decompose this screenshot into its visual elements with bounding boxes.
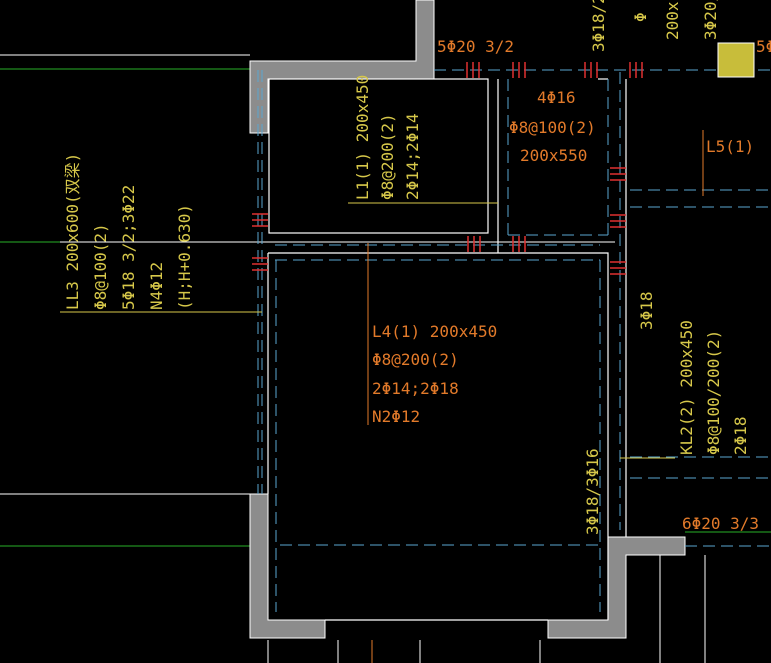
label-l1-line2: Φ8@200(2) (378, 113, 397, 200)
label-mid-beam-count: 4Φ16 (537, 88, 576, 107)
label-ll3-line3: 5Φ18 3/2;3Φ22 (119, 185, 138, 310)
label-l4-line1: L4(1) 200x450 (372, 322, 497, 341)
label-kl2-line2: Φ8@100/200(2) (704, 330, 723, 455)
label-ll3-line4: N4Φ12 (147, 262, 166, 310)
label-l1-line3: 2Φ14;2Φ14 (403, 113, 422, 200)
label-kl2-line1: KL2(2) 200x450 (677, 320, 696, 455)
label-v-3a: 3Φ18/3Φ16 (583, 448, 602, 535)
label-l1-line1: L1(1) 200x450 (353, 75, 372, 200)
label-bottom-right: 6Φ20 3/3 (682, 514, 759, 533)
label-mid-beam-stirrup: Φ8@100(2) (509, 118, 596, 137)
label-l5: L5(1) (706, 137, 754, 156)
leader-lines-orange (367, 130, 704, 663)
beam-outlines (267, 78, 627, 621)
label-l4-line4: N2Φ12 (372, 407, 420, 426)
label-l4-line2: Φ8@200(2) (372, 350, 459, 369)
label-l4-line3: 2Φ14;2Φ18 (372, 379, 459, 398)
label-right-v1: 3Φ18 (637, 291, 656, 330)
rebar-markers (252, 62, 643, 275)
label-ll3-line1: LL3 200x600(双梁) (63, 153, 82, 310)
label-top-vertical: 3Φ18/2 (589, 0, 608, 52)
label-top-right-c: 3Φ20/ (701, 0, 720, 40)
grid-lines (0, 0, 771, 547)
leader-lines-yellow (60, 202, 675, 459)
label-top-right-b: 200x (663, 1, 682, 40)
label-mid-beam-size: 200x550 (520, 146, 587, 165)
label-top-right-a: Φ (631, 12, 650, 22)
beam-dashed-lines (257, 69, 771, 612)
label-ll3-line5: (H;H+0.630) (175, 204, 194, 310)
label-top-rebar: 5Φ20 3/2 (437, 37, 514, 56)
column-block (717, 42, 755, 78)
label-top-right-d: 5Φ (756, 37, 771, 56)
label-kl2-line3: 2Φ18 (731, 416, 750, 455)
label-ll3-line2: Φ8@100(2) (91, 223, 110, 310)
